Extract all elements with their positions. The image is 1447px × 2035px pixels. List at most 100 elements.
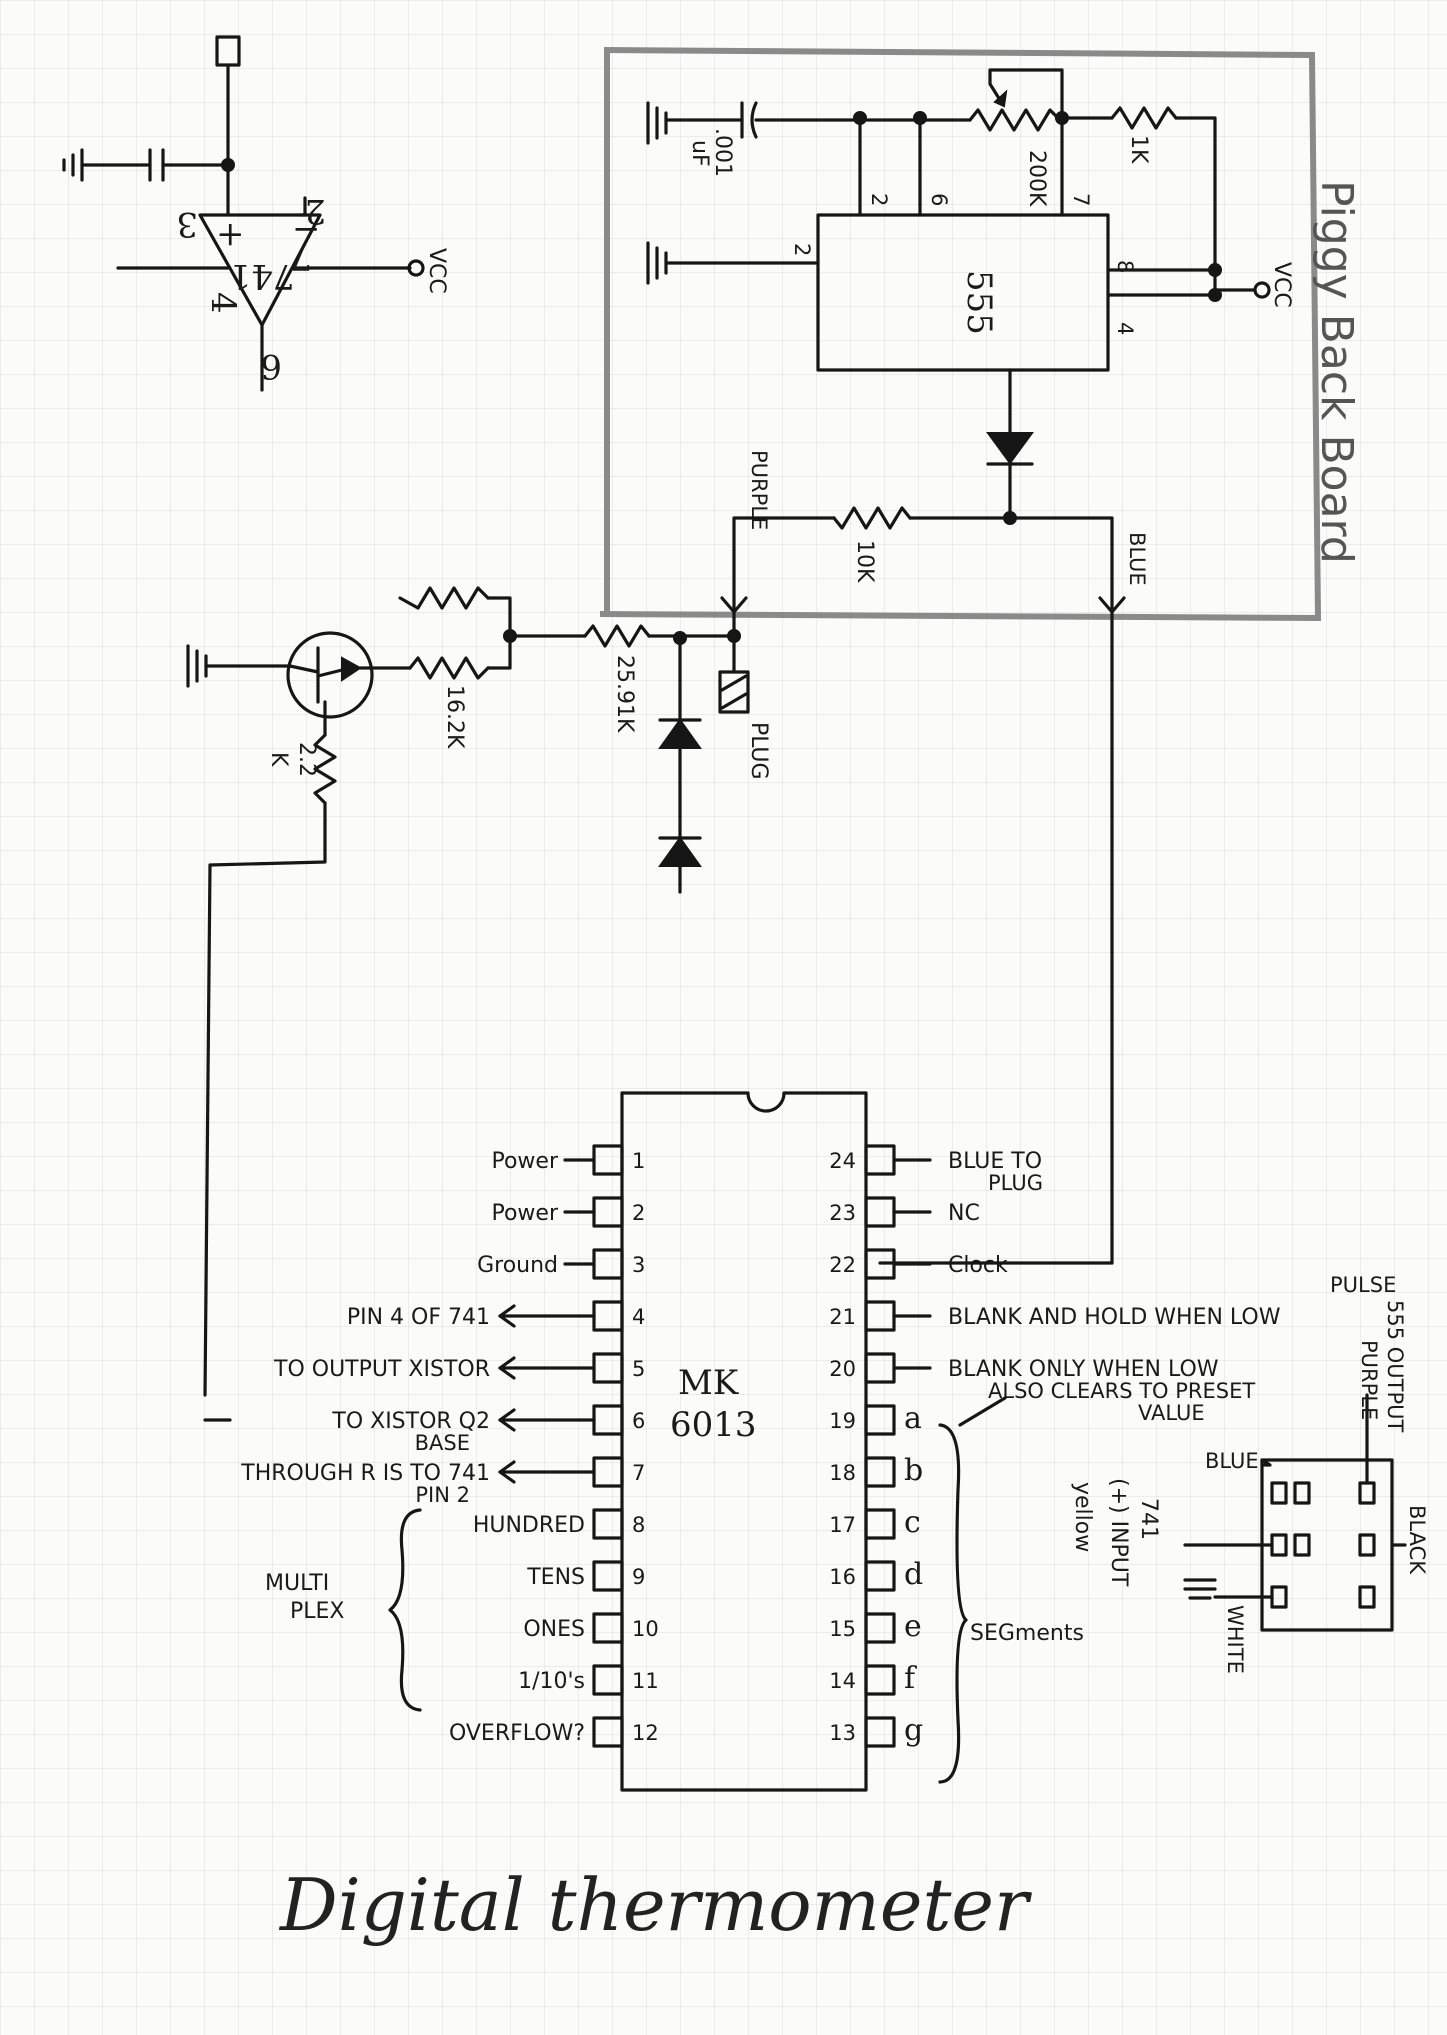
chip-pin-label: Power — [491, 1201, 558, 1226]
connector-pin — [1293, 1481, 1311, 1505]
chip-pin-number: 10 — [632, 1617, 659, 1641]
chip-pin — [864, 1664, 896, 1696]
chip-pin — [592, 1508, 624, 1540]
resistor-16-2k — [408, 656, 490, 680]
chip-pin-label: BLANK ONLY WHEN LOW — [948, 1357, 1219, 1382]
junction-dot — [1208, 263, 1222, 277]
chip-pin-number: 13 — [829, 1721, 856, 1745]
opamp-pin-2: 2 — [304, 191, 326, 231]
chip-pin-label: 1/10's — [518, 1669, 585, 1694]
diode — [658, 718, 702, 749]
connector-pin — [1293, 1533, 1311, 1557]
opamp-minus: − — [292, 209, 321, 249]
chip-pin-label: ALSO CLEARS TO PRESET — [988, 1379, 1255, 1403]
ground-symbol — [186, 644, 208, 688]
chip-pin — [592, 1404, 624, 1436]
resistor-10k — [832, 506, 912, 530]
chip-pin-number: 14 — [829, 1669, 856, 1693]
chip-pin — [592, 1716, 624, 1748]
opamp-pin-4: 4 — [203, 292, 243, 314]
chip-pin-label: TENS — [526, 1565, 585, 1590]
chip-pin-label: TO OUTPUT XISTOR — [273, 1357, 490, 1382]
chip-pin-label: a — [904, 1401, 922, 1436]
ground-symbol — [1183, 1578, 1217, 1600]
chip-pin — [592, 1196, 624, 1228]
chip-pin-number: 6 — [632, 1409, 645, 1433]
vcc-terminal — [1253, 281, 1271, 299]
chip-pin-label: g — [904, 1713, 923, 1748]
opamp-triangle — [198, 213, 322, 327]
chip-pin-number: 7 — [632, 1461, 645, 1485]
connector-section: PULSE 555 OUTPUT PURPLE BLUE BLACK WHITE… — [1070, 1273, 1429, 1674]
timer-pin-2b: 2 — [790, 243, 814, 256]
chip-pin-label: BLUE TO — [948, 1149, 1042, 1174]
connector-pin — [1270, 1481, 1288, 1505]
chip-pin-number: 4 — [632, 1305, 645, 1329]
connector-pin — [1358, 1533, 1376, 1557]
opamp-plus: + — [216, 214, 245, 254]
chip-pin-number: 12 — [632, 1721, 659, 1745]
opamp-pin-7: 7 — [290, 237, 312, 277]
ground-symbol — [62, 148, 84, 182]
chip-pin-label: ONES — [523, 1617, 585, 1642]
pot-resistor — [968, 108, 1062, 132]
purple-wire-label: PURPLE — [1357, 1340, 1381, 1420]
diode — [986, 432, 1034, 465]
output-label: 555 OUTPUT — [1383, 1300, 1407, 1433]
chip-pin-number: 23 — [829, 1201, 856, 1225]
chip-name-mk: MK — [678, 1363, 739, 1403]
chip-pin-number: 11 — [632, 1669, 659, 1693]
chip-pin-number: 15 — [829, 1617, 856, 1641]
multiplex-2: PLEX — [290, 1599, 345, 1624]
diode — [658, 836, 702, 867]
chip-pin-label: PIN 2 — [415, 1483, 470, 1507]
chip-name-6013: 6013 — [670, 1405, 757, 1445]
chip-pin-label: e — [904, 1609, 922, 1644]
chip-pin-number: 19 — [829, 1409, 856, 1433]
plug-label: PLUG — [746, 722, 771, 780]
mk6013-chip — [620, 1091, 868, 1792]
chip-pin-number: 3 — [632, 1253, 645, 1277]
chip-pin — [592, 1612, 624, 1644]
chip-pin-number: 2 — [632, 1201, 645, 1225]
chip-pin-label: OVERFLOW? — [449, 1721, 585, 1746]
r1-value: 16.2K — [442, 685, 467, 749]
ground-symbol — [646, 241, 668, 285]
timer-name: 555 — [959, 270, 999, 335]
chip-pin-number: 16 — [829, 1565, 856, 1589]
chip-pin — [592, 1248, 624, 1280]
r2-value: 25.91K — [612, 655, 637, 733]
transistor-q2 — [286, 631, 374, 719]
segments-brace — [938, 1423, 968, 1784]
segments-label: SEGments — [970, 1621, 1084, 1646]
resistor-25-91k — [583, 624, 651, 648]
cap-value: .001 — [710, 128, 735, 177]
blue-wire-label: BLUE — [1205, 1449, 1259, 1473]
chip-pin — [864, 1716, 896, 1748]
chip-pin-number: 5 — [632, 1357, 645, 1381]
chip-pin-label: BLANK AND HOLD WHEN LOW — [948, 1305, 1281, 1330]
chip-pin — [864, 1196, 896, 1228]
opamp-vcc: VCC — [424, 248, 449, 294]
chip-pin — [864, 1456, 896, 1488]
chip-pin-number: 17 — [829, 1513, 856, 1537]
timer-pin-8: 8 — [1113, 260, 1137, 273]
page-title: Digital thermometer — [278, 1863, 1032, 1947]
resistor-2-2k — [313, 733, 337, 805]
chip-pin — [592, 1144, 624, 1176]
resistor-1k — [1110, 106, 1178, 130]
chip-pin — [864, 1612, 896, 1644]
chip-pin-number: 20 — [829, 1357, 856, 1381]
chip-pin-label: Ground — [477, 1253, 558, 1278]
chip-pin-label: f — [904, 1661, 917, 1696]
chip-pin-number: 22 — [829, 1253, 856, 1277]
purple-label: PURPLE — [747, 450, 771, 530]
chip-pin-label: TO XISTOR Q2 — [331, 1409, 490, 1434]
chip-pin-number: 18 — [829, 1461, 856, 1485]
chip-pin — [864, 1404, 896, 1436]
timer-pin-7: 7 — [1069, 193, 1093, 206]
opamp-pin-6: 6 — [260, 346, 282, 386]
timer-vcc: VCC — [1269, 262, 1294, 308]
